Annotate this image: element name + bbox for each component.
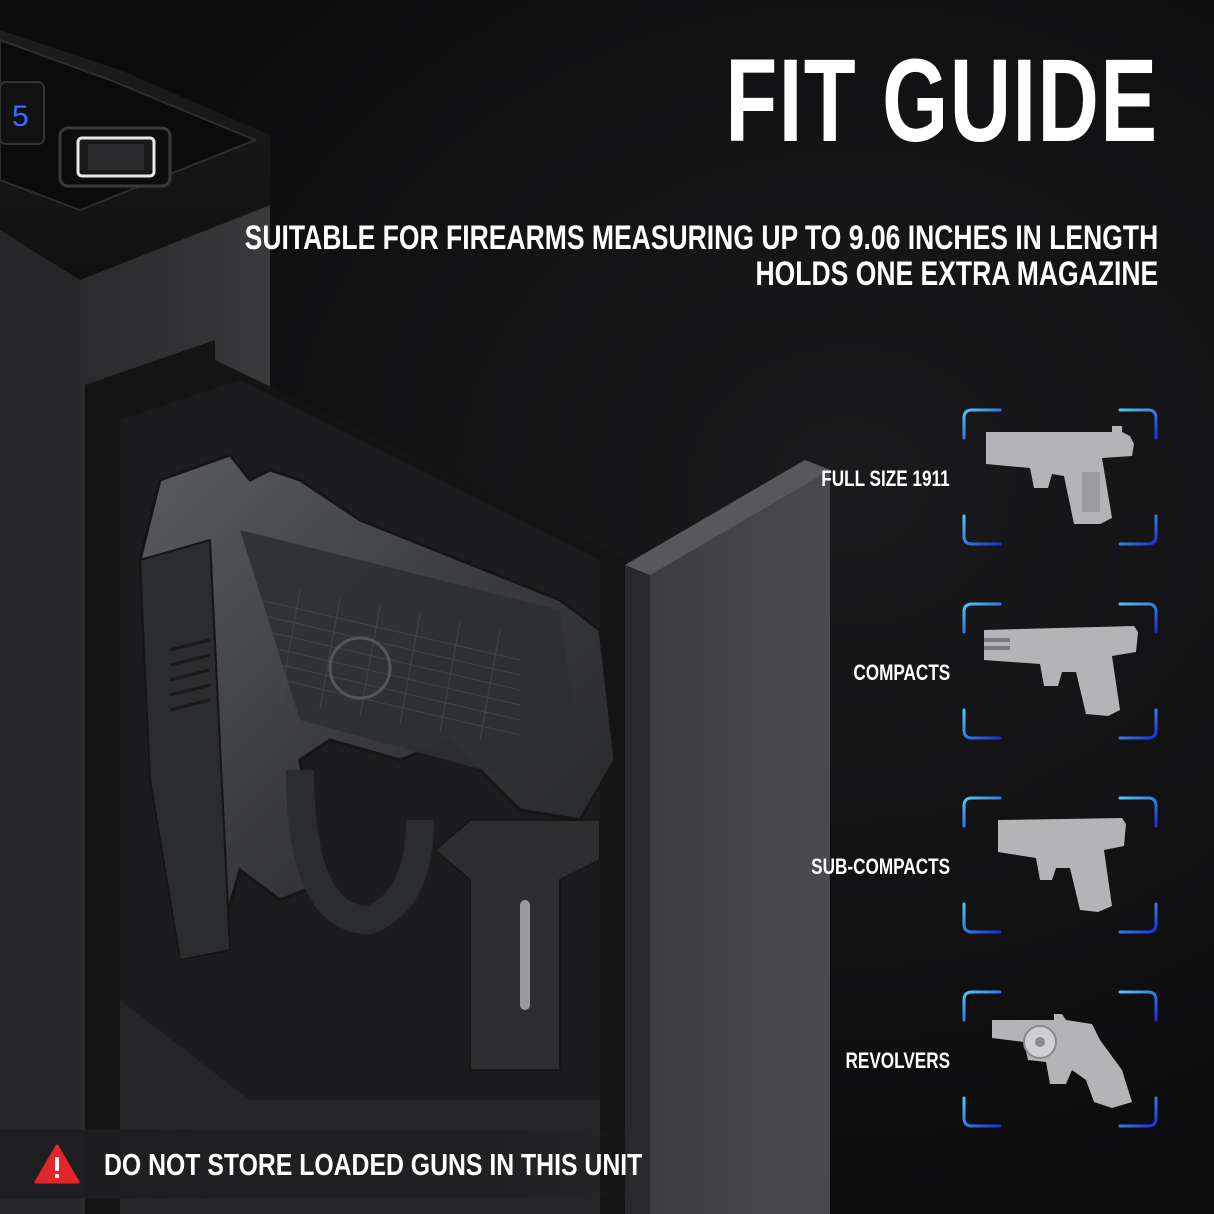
compact-pistol-icon <box>984 626 1138 716</box>
warning-banner: DO NOT STORE LOADED GUNS IN THIS UNIT <box>0 1130 643 1198</box>
page-title: FIT GUIDE <box>724 35 1158 167</box>
gun-safe-illustration: 5 <box>0 30 830 1214</box>
fit-frame <box>962 408 1158 548</box>
fit-label: FULL SIZE 1911 <box>821 466 950 491</box>
subtitle-line-magazine: HOLDS ONE EXTRA MAGAZINE <box>755 255 1158 293</box>
pistol-1911-icon <box>986 426 1134 524</box>
fit-label: COMPACTS <box>853 660 950 685</box>
subcompact-pistol-icon <box>998 818 1126 912</box>
fit-frame <box>962 990 1158 1130</box>
fit-frame <box>962 796 1158 936</box>
fit-frame <box>962 602 1158 742</box>
fit-item-full-size: FULL SIZE 1911 <box>822 408 1160 548</box>
fit-item-sub-compacts: SUB-COMPACTS <box>811 796 1160 936</box>
keypad-key-label: 5 <box>12 100 29 133</box>
subtitle: SUITABLE FOR FIREARMS MEASURING UP TO 9.… <box>244 220 1158 292</box>
revolver-icon <box>992 1014 1132 1108</box>
fit-label: REVOLVERS <box>845 1048 950 1073</box>
warning-triangle-icon <box>34 1144 80 1184</box>
subtitle-line-length: SUITABLE FOR FIREARMS MEASURING UP TO 9.… <box>244 219 1158 257</box>
fit-item-revolvers: REVOLVERS <box>845 990 1160 1130</box>
fit-label: SUB-COMPACTS <box>811 854 950 879</box>
fit-item-compacts: COMPACTS <box>853 602 1160 742</box>
warning-text: DO NOT STORE LOADED GUNS IN THIS UNIT <box>104 1147 643 1182</box>
